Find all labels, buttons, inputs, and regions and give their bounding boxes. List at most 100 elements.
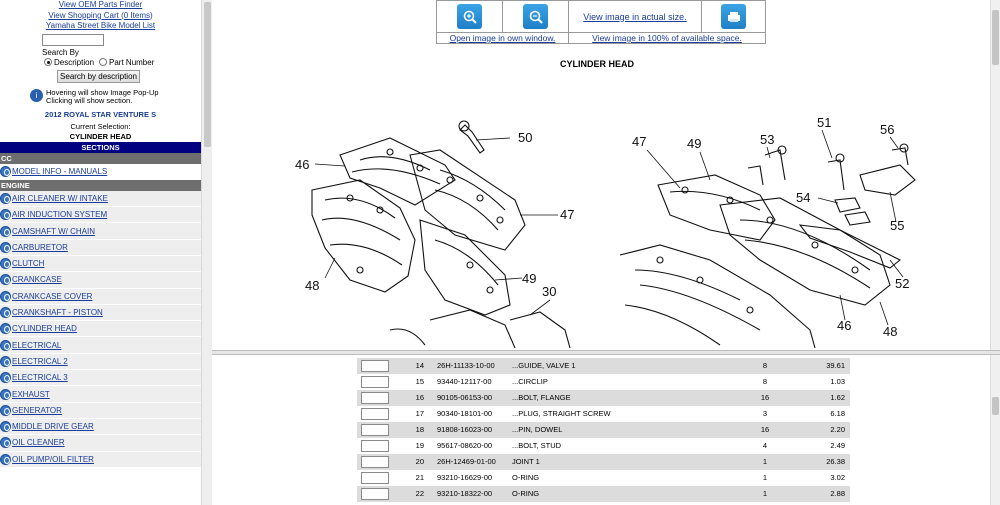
quantity-input[interactable]: [361, 408, 389, 420]
nav-item-middle-drive-gear[interactable]: MIDDLE DRIVE GEAR: [0, 418, 201, 436]
part-qty: 1: [762, 489, 768, 498]
callout-numbers: 50 46 47 49 48 30 47 49 53 51 56 54 55 5…: [295, 115, 909, 339]
nav-item-exhaust[interactable]: EXHAUST: [0, 386, 201, 403]
diagram-scrollbar[interactable]: [990, 0, 1000, 350]
quantity-input[interactable]: [361, 424, 389, 436]
callout-label: 48: [305, 278, 319, 293]
quantity-input[interactable]: [361, 472, 389, 484]
nav-item-clutch[interactable]: CLUTCH: [0, 255, 201, 273]
hover-note: i Hovering will show Image Pop-Up Clicki…: [30, 88, 201, 106]
print-icon: [727, 11, 740, 22]
nav-item-label[interactable]: EXHAUST: [12, 389, 50, 399]
nav-item-electrical-3[interactable]: ELECTRICAL 3: [0, 370, 201, 387]
part-description: O-RING: [512, 489, 540, 498]
parts-scrollbar-thumb[interactable]: [992, 397, 999, 415]
nav-item-label[interactable]: CRANKCASE: [12, 275, 62, 285]
nav-item-label[interactable]: CAMSHAFT W/ CHAIN: [12, 226, 95, 236]
nav-item-camshaft[interactable]: CAMSHAFT W/ CHAIN: [0, 223, 201, 240]
nav-item-electrical-2[interactable]: ELECTRICAL 2: [0, 353, 201, 371]
part-description: O-RING: [512, 473, 540, 482]
nav-item-carburetor[interactable]: CARBURETOR: [0, 239, 201, 256]
callout-label: 49: [522, 271, 536, 286]
pane-divider[interactable]: [212, 350, 1000, 355]
table-row: 14 26H-11133-10-00 ...GUIDE, VALVE 1 8 3…: [357, 358, 850, 374]
nav-item-crankshaft-piston[interactable]: CRANKSHAFT - PISTON: [0, 304, 201, 322]
category-header-engine: ENGINE: [0, 179, 201, 191]
nav-item-air-cleaner[interactable]: AIR CLEANER W/ INTAKE: [0, 190, 201, 208]
nav-item-label[interactable]: MODEL INFO - MANUALS: [12, 166, 108, 176]
ref-number: 14: [415, 361, 424, 370]
sidebar-scrollbar[interactable]: [201, 0, 212, 505]
zoom-out-cell: [503, 1, 569, 32]
nav-item-electrical[interactable]: ELECTRICAL: [0, 337, 201, 354]
description-radio[interactable]: [44, 58, 52, 66]
part-description: ...GUIDE, VALVE 1: [512, 361, 576, 370]
nav-item-oil-cleaner[interactable]: OIL CLEANER: [0, 435, 201, 452]
nav-item-label[interactable]: MIDDLE DRIVE GEAR: [12, 422, 94, 432]
quantity-input[interactable]: [361, 376, 389, 388]
table-row: 19 95617-08620-00 ...BOLT, STUD 4 2.49: [357, 438, 850, 454]
nav-item-label[interactable]: ELECTRICAL 2: [12, 356, 68, 366]
diagram-title: CYLINDER HEAD: [560, 59, 635, 69]
search-input[interactable]: [42, 33, 104, 46]
part-qty: 3: [762, 409, 768, 418]
part-price: 2.88: [830, 489, 845, 498]
cylinder-head-diagram[interactable]: 50 46 47 49 48 30 47 49 53 51 56 54 55 5…: [240, 80, 965, 348]
print-button[interactable]: [721, 4, 746, 29]
nav-item-label[interactable]: ELECTRICAL 3: [12, 373, 68, 383]
table-row: 17 90340-18101-00 ...PLUG, STRAIGHT SCRE…: [357, 406, 850, 422]
part-price: 2.49: [830, 441, 845, 450]
quantity-input[interactable]: [361, 360, 389, 372]
part-price: 1.62: [830, 393, 845, 402]
sidebar-scrollbar-thumb[interactable]: [204, 2, 211, 147]
nav-item-label[interactable]: AIR CLEANER W/ INTAKE: [12, 193, 108, 203]
diagram-scrollbar-thumb[interactable]: [992, 10, 999, 65]
globe-icon: [0, 209, 11, 221]
callout-label: 47: [560, 207, 574, 222]
part-description: ...PLUG, STRAIGHT SCREW: [512, 409, 611, 418]
zoom-out-button[interactable]: [523, 4, 548, 29]
nav-item-label[interactable]: CLUTCH: [12, 259, 45, 269]
nav-item-label[interactable]: GENERATOR: [12, 405, 62, 415]
parts-scrollbar[interactable]: [990, 355, 1000, 505]
nav-item-air-induction[interactable]: AIR INDUCTION SYSTEM: [0, 207, 201, 224]
part-price: 39.61: [826, 361, 845, 370]
nav-item-label[interactable]: AIR INDUCTION SYSTEM: [12, 210, 108, 220]
nav-item-label[interactable]: OIL CLEANER: [12, 438, 65, 448]
nav-item-crankcase[interactable]: CRANKCASE: [0, 272, 201, 289]
shopping-cart-link[interactable]: View Shopping Cart (0 Items): [48, 10, 153, 20]
quantity-input[interactable]: [361, 440, 389, 452]
nav-item-generator[interactable]: GENERATOR: [0, 402, 201, 419]
quantity-input[interactable]: [361, 392, 389, 404]
globe-icon: [0, 421, 11, 433]
zoom-in-button[interactable]: [457, 4, 482, 29]
nav-item-label[interactable]: ELECTRICAL: [12, 340, 62, 350]
globe-icon: [0, 290, 11, 302]
oem-parts-finder-link[interactable]: View OEM Parts Finder: [58, 0, 143, 9]
quantity-input[interactable]: [361, 488, 389, 500]
globe-icon: [0, 339, 11, 351]
nav-item-crankcase-cover[interactable]: CRANKCASE COVER: [0, 288, 201, 305]
nav-item-label[interactable]: CRANKCASE COVER: [12, 291, 93, 301]
nav-item-cylinder-head[interactable]: CYLINDER HEAD: [0, 321, 201, 338]
table-row: 18 91808-16023-00 ...PIN, DOWEL 16 2.20: [357, 422, 850, 438]
nav-item-model-info[interactable]: MODEL INFO - MANUALS: [0, 163, 201, 180]
nav-item-label[interactable]: OIL PUMP/OIL FILTER: [12, 454, 94, 464]
quantity-input[interactable]: [361, 456, 389, 468]
callout-label: 46: [837, 318, 851, 333]
nav-item-label[interactable]: CARBURETOR: [12, 242, 68, 252]
hover-note-line2: Clicking will show section.: [46, 96, 133, 105]
nav-item-oil-pump[interactable]: OIL PUMP/OIL FILTER: [0, 451, 201, 468]
actual-size-link[interactable]: View image in actual size.: [583, 11, 687, 22]
model-list-link[interactable]: Yamaha Street Bike Model List: [45, 21, 156, 30]
search-button[interactable]: Search by description: [57, 69, 140, 83]
open-window-link[interactable]: Open image in own window.: [449, 33, 556, 43]
nav-item-label[interactable]: CRANKSHAFT - PISTON: [12, 308, 103, 318]
fill-space-link[interactable]: View image in 100% of available space.: [592, 33, 742, 43]
table-row: 20 26H-12469-01-00 JOINT 1 1 26.38: [357, 454, 850, 470]
nav-item-label[interactable]: CYLINDER HEAD: [12, 324, 77, 334]
callout-label: 55: [890, 218, 904, 233]
category-header-cc: CC: [0, 152, 201, 164]
part-number-radio[interactable]: [99, 58, 108, 66]
part-number: 93210-18322-00: [437, 489, 493, 498]
